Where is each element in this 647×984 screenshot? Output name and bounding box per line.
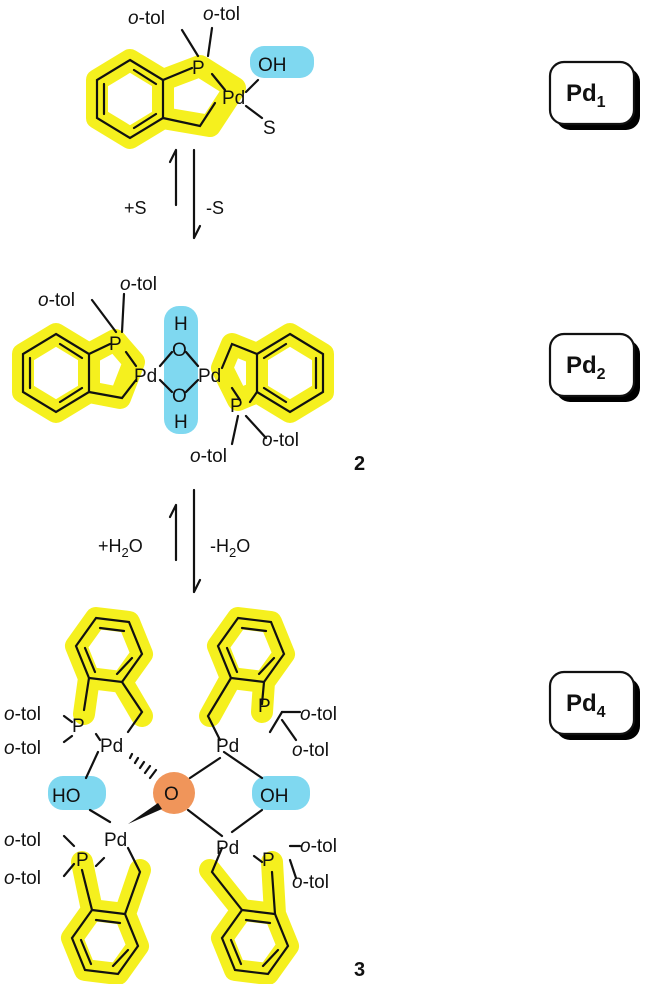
structure-pd4-tetramer: P Pd P Pd HO O OH Pd P Pd P o-tol o-tol … [4, 607, 365, 984]
badge-label: Pd1 [566, 80, 606, 111]
compound-number-2: 2 [354, 453, 365, 475]
phosphorus-atom: P [192, 58, 205, 79]
oxo-bonds-3 [186, 756, 224, 838]
condition-add-water: +H2O [98, 536, 143, 560]
aryl-highlight-1 [86, 49, 246, 149]
phosphorus-atom: P [72, 716, 85, 737]
phosphorus-atom: P [109, 334, 122, 355]
hydroxide-bridge: OH [260, 786, 289, 807]
forward-half-arrow [192, 488, 202, 594]
badge-pd4: Pd4 [548, 670, 640, 740]
otol-label: o-tol [203, 4, 240, 25]
oxo-highlight [153, 772, 195, 814]
reverse-half-arrow [168, 148, 178, 207]
hydrogen-atom: H [174, 412, 188, 433]
otol-label: o-tol [292, 740, 329, 761]
otol-label: o-tol [4, 868, 41, 889]
wedge-bond [128, 803, 162, 824]
compound-number-3: 3 [354, 959, 365, 981]
phosphorus-atom: P [262, 850, 275, 871]
badge-label: Pd2 [566, 352, 606, 383]
aryl-highlight-3b [199, 607, 295, 727]
pd-ligand-bonds-3 [84, 710, 284, 868]
otol-label: o-tol [190, 446, 227, 467]
badge-box [548, 332, 636, 398]
hydroxo-highlight-3b [252, 776, 310, 810]
otol-label: o-tol [300, 704, 337, 725]
ring-bonds-3 [80, 676, 277, 916]
reverse-half-arrow [168, 503, 178, 562]
benzene-ring-2b [255, 332, 325, 414]
hashed-bond [128, 752, 158, 780]
palladium-atom: Pd [222, 88, 245, 109]
tol-bonds-3 [62, 710, 302, 880]
badge-box [548, 60, 636, 126]
tol-bonds-1 [180, 26, 264, 120]
otol-label: o-tol [262, 430, 299, 451]
hydroxo-highlight-1 [250, 46, 314, 78]
otol-label: o-tol [300, 836, 337, 857]
otol-label: o-tol [292, 872, 329, 893]
palladium-atom: Pd [100, 736, 123, 757]
hydroxo-highlight-3a [48, 776, 106, 810]
bridge-bonds-2 [158, 350, 200, 394]
hydroxo-highlight-2 [164, 306, 198, 434]
palladium-atom: Pd [216, 736, 239, 757]
otol-label: o-tol [4, 830, 41, 851]
bridging-oxygen: O [172, 386, 187, 407]
ring-bonds-1 [161, 66, 227, 128]
badge-pd2: Pd2 [548, 332, 640, 402]
condition-remove-solvent: -S [206, 198, 224, 218]
otol-label: o-tol [128, 8, 165, 29]
equilibrium-arrows-2: +H2O -H2O [98, 488, 250, 594]
hydroxide-bridge: HO [52, 786, 81, 807]
ring-bonds-2 [87, 342, 259, 404]
condition-add-solvent: +S [124, 198, 147, 218]
condition-remove-water: -H2O [210, 536, 250, 560]
structure-pd1-monomer: P Pd OH S o-tol o-tol [86, 4, 314, 149]
palladium-atom: Pd [216, 838, 239, 859]
hydrogen-atom: H [174, 314, 188, 335]
forward-half-arrow [192, 148, 202, 240]
phosphorus-atom: P [230, 396, 243, 417]
otol-label: o-tol [38, 290, 75, 311]
equilibrium-arrows-1: +S -S [124, 148, 224, 240]
phosphorus-atom: P [258, 696, 271, 717]
hydroxide-ligand: OH [258, 55, 287, 76]
solvent-ligand: S [263, 118, 276, 139]
benzene-ring-2a [21, 332, 91, 414]
otol-label: o-tol [120, 274, 157, 295]
otol-label: o-tol [4, 704, 41, 725]
oxo-bridge: O [164, 784, 179, 805]
tol-bonds-2 [90, 292, 268, 446]
palladium-atom: Pd [134, 366, 157, 387]
badge-box [548, 670, 636, 736]
structure-pd2-dimer: P Pd Pd P H O O H o-tol o-tol o-tol o-to… [12, 274, 365, 475]
benzene-ring-3d [220, 908, 290, 976]
phosphorus-atom: P [76, 850, 89, 871]
benzene-ring-3c [70, 908, 140, 976]
otol-label: o-tol [4, 738, 41, 759]
palladium-atom: Pd [198, 366, 221, 387]
badge-pd1: Pd1 [548, 60, 640, 130]
benzene-ring-1 [95, 58, 165, 140]
bridging-oxygen: O [172, 340, 187, 361]
badge-label: Pd4 [566, 690, 606, 721]
palladium-atom: Pd [104, 830, 127, 851]
